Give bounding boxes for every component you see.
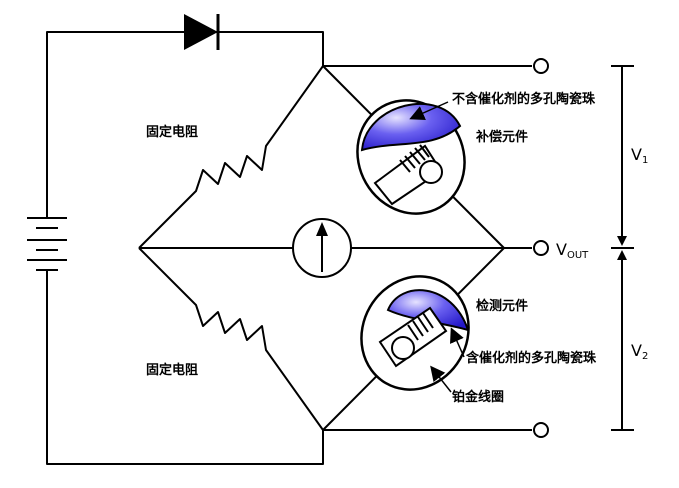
- v1-label: V1: [631, 145, 648, 166]
- porous-ceramic-with-catalyst-label: 含催化剂的多孔陶瓷珠: [465, 350, 597, 366]
- terminal-vout: [533, 240, 549, 256]
- coil-bottom: [407, 312, 434, 341]
- fixed-resistor-top-label: 固定电阻: [146, 124, 198, 140]
- v2-label: V2: [631, 341, 648, 362]
- vout-label: VOUT: [556, 240, 589, 261]
- diode-symbol: [184, 14, 220, 50]
- detection-bead: [360, 275, 470, 391]
- porous-ceramic-no-catalyst-label: 不含催化剂的多孔陶瓷珠: [452, 91, 596, 107]
- detection-element-label: 检测元件: [476, 298, 528, 314]
- meter-symbol: [292, 218, 352, 278]
- platinum-coil-label: 铂金线圈: [452, 389, 504, 405]
- leader-arrow-catalyst: [450, 327, 465, 358]
- compensation-bead: [356, 99, 466, 215]
- terminal-bottom: [533, 422, 549, 438]
- leader-arrow-coil: [430, 365, 452, 393]
- voltage-dimension: [611, 65, 634, 431]
- terminal-top: [533, 58, 549, 74]
- coil-top: [399, 144, 430, 173]
- compensation-element-label: 补偿元件: [475, 129, 528, 145]
- battery-symbol: [27, 217, 67, 271]
- fixed-resistor-bottom-label: 固定电阻: [146, 362, 198, 378]
- leader-arrow-no-catalyst: [409, 101, 449, 120]
